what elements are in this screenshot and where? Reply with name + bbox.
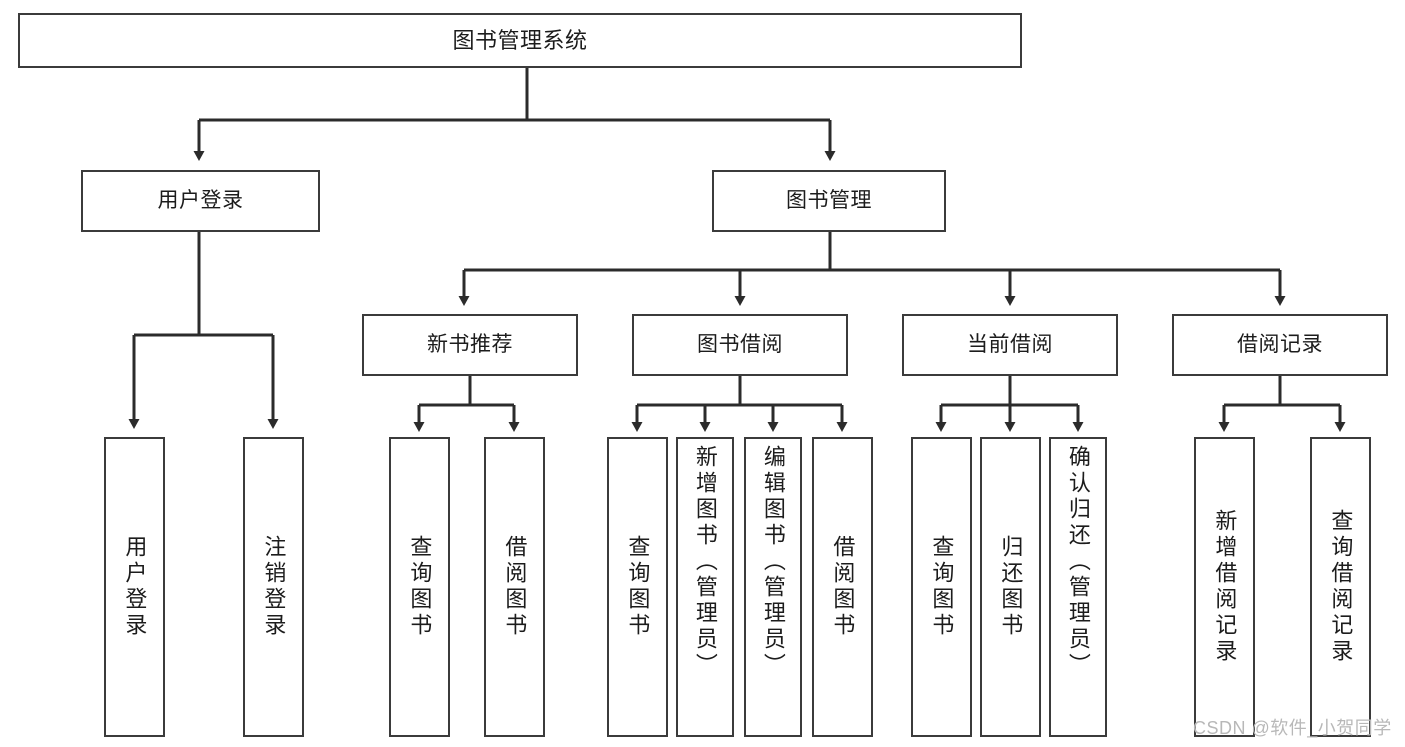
leaf-record-query-record[interactable]: 查询借阅记录 [1310,437,1371,737]
node-user-login[interactable]: 用户登录 [81,170,320,232]
node-book-management[interactable]: 图书管理 [712,170,946,232]
leaf-record-add-record[interactable]: 新增借阅记录 [1194,437,1255,737]
leaf-user-login-logout[interactable]: 注销登录 [243,437,304,737]
leaf-current-return-book[interactable]: 归还图书 [980,437,1041,737]
leaf-new-book-borrow[interactable]: 借阅图书 [484,437,545,737]
leaf-borrow-query-book[interactable]: 查询图书 [607,437,668,737]
node-book-borrow[interactable]: 图书借阅 [632,314,848,376]
leaf-new-book-query[interactable]: 查询图书 [389,437,450,737]
node-root[interactable]: 图书管理系统 [18,13,1022,68]
leaf-current-query-book[interactable]: 查询图书 [911,437,972,737]
leaf-borrow-add-book-admin[interactable]: 新增图书（管理员） [676,437,734,737]
node-new-book-recommend[interactable]: 新书推荐 [362,314,578,376]
leaf-current-confirm-return-admin[interactable]: 确认归还（管理员） [1049,437,1107,737]
leaf-user-login-login[interactable]: 用户登录 [104,437,165,737]
node-current-borrow[interactable]: 当前借阅 [902,314,1118,376]
node-borrow-record[interactable]: 借阅记录 [1172,314,1388,376]
leaf-borrow-edit-book-admin[interactable]: 编辑图书（管理员） [744,437,802,737]
leaf-borrow-borrow-book[interactable]: 借阅图书 [812,437,873,737]
